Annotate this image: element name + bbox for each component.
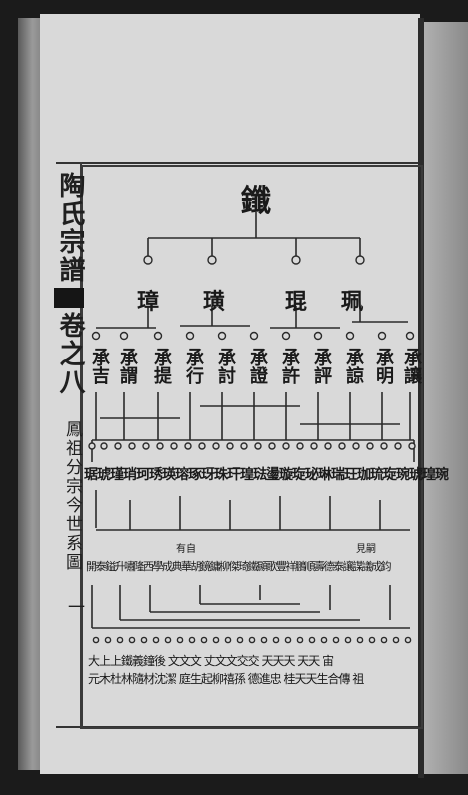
gen2-name-3: 璜 (202, 289, 225, 315)
gen3-name-11: 承吉 (89, 348, 110, 384)
gen3-name-1: 承讓 (401, 348, 422, 384)
frame-top-rule (56, 162, 418, 164)
fish-tail-mark (54, 288, 84, 308)
section-subtitle: 鳳祖分宗今世系圖 (62, 420, 82, 572)
gen3-name-7: 承討 (215, 348, 236, 384)
gen3-name-4: 承評 (311, 348, 332, 384)
gen2-name-1: 珮 (340, 289, 363, 315)
note-left: 有自 (176, 544, 196, 555)
gen3-name-5: 承許 (279, 348, 300, 384)
gen3-name-9: 承提 (151, 348, 172, 384)
page-number: 一 (64, 598, 84, 617)
note-right: 見嗣 (356, 544, 376, 555)
gen3-name-6: 承證 (247, 348, 268, 384)
gen3-name-3: 承諒 (343, 348, 364, 384)
gen3-name-2: 承明 (373, 348, 394, 384)
gen6-name-row-2: 元木杜林隨材沈潔 庭生起柳禧孫 德進忠 桂天天生合傳 祖 (88, 672, 364, 686)
gen3-name-10: 承謂 (117, 348, 138, 384)
book-title: 陶氏宗譜 (55, 172, 85, 284)
gen6-name-row-1: 大上上鐵義鐘後 文文文 丈文文交交 天天天 天天 宙 (88, 654, 334, 668)
gen2-name-4: 璋 (136, 289, 159, 315)
next-page-sliver (424, 22, 468, 774)
paper-page (40, 14, 420, 774)
gen5-name-row: 開泰鎰升嘯隆西學成典華胡鏡鏞柳傑琦鐵顯歌豐祥鵬順壽德泰讓謀議成鈞 (86, 560, 392, 573)
ancestor-name: 鑯 (241, 184, 271, 219)
volume-label: 卷之八 (55, 312, 85, 396)
gen2-name-2: 琨 (284, 289, 307, 315)
gen3-name-8: 承行 (183, 348, 204, 384)
gen4-name-row: 琚琥瑾琑珂琇瑛瑢琢玡珠玕瑝琺璗璇琁珌琳瑞玨珈琉琁琬琥瑝琬 (84, 467, 449, 483)
chart-frame (80, 165, 423, 729)
